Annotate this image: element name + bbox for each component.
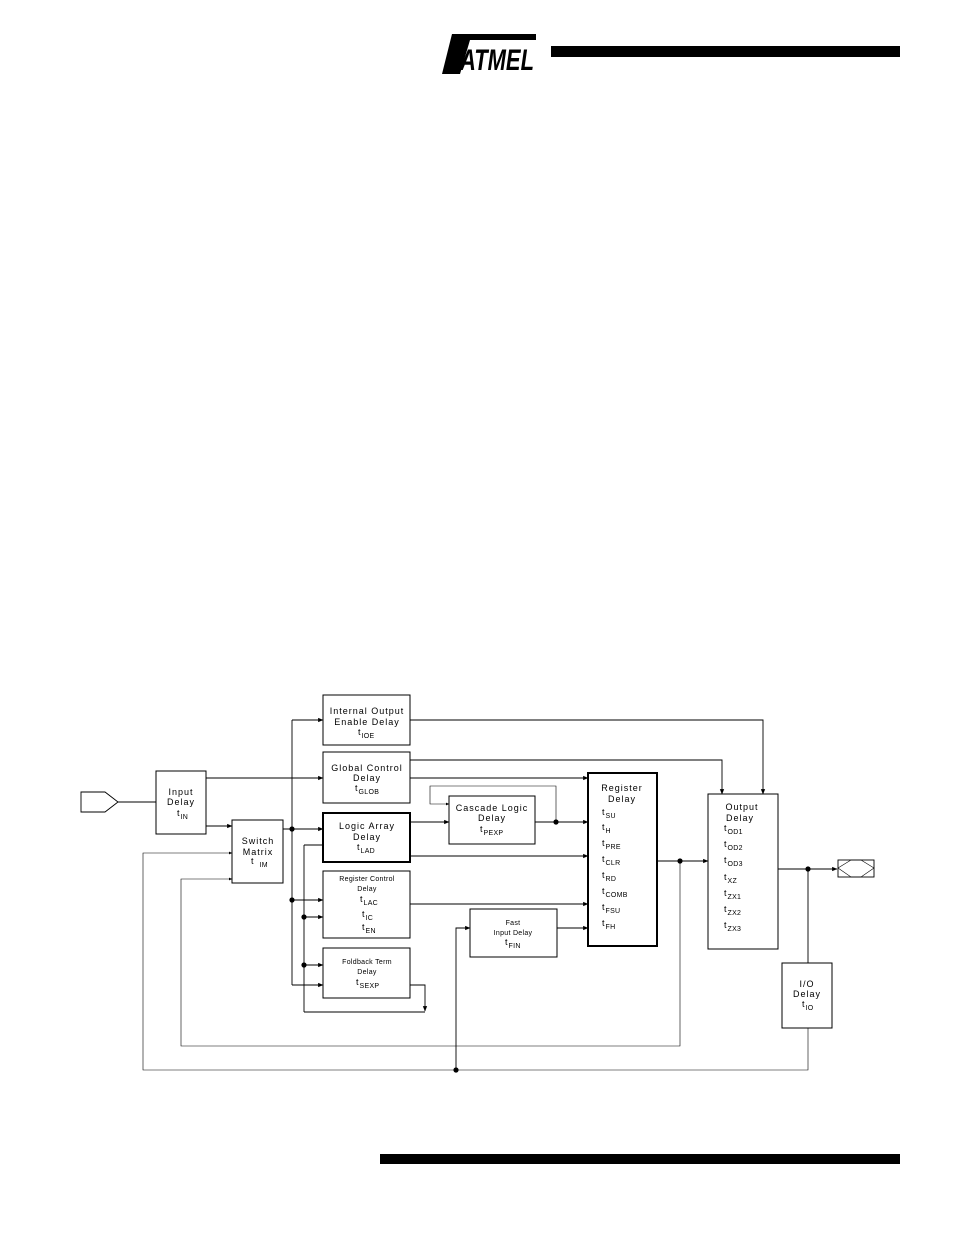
svg-text:Delay: Delay <box>793 989 821 999</box>
atmel-logo: ATMEL <box>442 34 536 76</box>
svg-text:I/O: I/O <box>799 979 814 989</box>
svg-text:Delay: Delay <box>608 794 636 804</box>
svg-text:tFSU: tFSU <box>602 902 620 915</box>
svg-text:Cascade Logic: Cascade Logic <box>456 803 529 813</box>
svg-text:tPEXP: tPEXP <box>480 824 503 837</box>
svg-text:Logic Array: Logic Array <box>339 821 395 831</box>
svg-text:tIOE: tIOE <box>358 727 375 740</box>
svg-text:tGLOB: tGLOB <box>355 783 379 796</box>
svg-text:Enable Delay: Enable Delay <box>334 717 400 727</box>
block-cascade-logic-delay: Cascade Logic Delay tPEXP <box>448 795 536 845</box>
logo-text: ATMEL <box>459 44 534 76</box>
svg-text:tEN: tEN <box>362 922 376 935</box>
svg-text:tIC: tIC <box>362 909 373 922</box>
svg-text:tOD3: tOD3 <box>724 855 743 868</box>
svg-text:tOD2: tOD2 <box>724 839 743 852</box>
svg-text:tFIN: tFIN <box>505 937 521 950</box>
svg-text:Matrix: Matrix <box>243 847 274 857</box>
svg-text:Delay: Delay <box>353 832 381 842</box>
svg-text:Delay: Delay <box>357 886 377 893</box>
svg-text:Delay: Delay <box>353 773 381 783</box>
svg-text:tIO: tIO <box>802 999 814 1012</box>
svg-text:Fast: Fast <box>506 920 521 927</box>
svg-text:Delay: Delay <box>167 797 195 807</box>
svg-text:Register Control: Register Control <box>339 876 395 883</box>
block-input-delay: Input Delay tIN <box>155 770 207 835</box>
register-delay-params: tSU tH tPRE tCLR tRD tCOMB tFSU tFH <box>602 807 628 931</box>
svg-text:tSEXP: tSEXP <box>356 977 379 990</box>
svg-text:tXZ: tXZ <box>724 872 737 885</box>
svg-text:tZX3: tZX3 <box>724 920 741 933</box>
block-internal-output-enable-delay: Internal Output Enable Delay tIOE <box>322 694 411 746</box>
svg-text:tIM: tIM <box>251 856 268 869</box>
svg-text:tCLR: tCLR <box>602 854 620 867</box>
svg-text:tH: tH <box>602 822 611 835</box>
block-output-delay: Output Delay tOD1 tOD2 tOD3 tXZ tZX1 tZX… <box>707 793 779 950</box>
svg-text:Input: Input <box>168 787 193 797</box>
block-register-control-delay: Register Control Delay tLAC tIC tEN <box>322 870 411 939</box>
wires <box>118 717 838 1071</box>
block-global-control-delay: Global Control Delay tGLOB <box>322 751 411 804</box>
svg-text:Input Delay: Input Delay <box>494 930 533 937</box>
svg-text:Switch: Switch <box>242 836 275 846</box>
svg-text:tLAC: tLAC <box>360 894 378 907</box>
svg-text:tCOMB: tCOMB <box>602 886 628 899</box>
block-fast-input-delay: Fast Input Delay tFIN <box>469 908 558 958</box>
svg-text:Delay: Delay <box>478 813 506 823</box>
footer-rule <box>380 1154 900 1164</box>
svg-text:tSU: tSU <box>602 807 616 820</box>
block-io-delay: I/O Delay tIO <box>781 962 833 1029</box>
svg-text:Global Control: Global Control <box>331 763 403 773</box>
block-foldback-term-delay: Foldback Term Delay tSEXP <box>322 947 411 999</box>
header-rule <box>551 46 900 57</box>
svg-text:tPRE: tPRE <box>602 838 621 851</box>
svg-text:Internal Output: Internal Output <box>330 706 405 716</box>
svg-text:Register: Register <box>601 783 643 793</box>
svg-text:Delay: Delay <box>357 969 377 976</box>
input-pad <box>80 791 119 813</box>
output-delay-params: tOD1 tOD2 tOD3 tXZ tZX1 tZX2 tZX3 <box>724 823 743 933</box>
output-pad <box>837 859 875 878</box>
svg-text:tLAD: tLAD <box>357 842 375 855</box>
svg-text:tZX2: tZX2 <box>724 904 741 917</box>
block-logic-array-delay: Logic Array Delay tLAD <box>322 812 411 863</box>
svg-text:tOD1: tOD1 <box>724 823 743 836</box>
svg-text:Output: Output <box>725 802 758 812</box>
svg-text:tFH: tFH <box>602 918 615 931</box>
svg-text:tIN: tIN <box>177 808 188 821</box>
svg-text:Delay: Delay <box>726 813 754 823</box>
svg-text:tRD: tRD <box>602 870 616 883</box>
junctions <box>289 819 811 1073</box>
block-register-delay: Register Delay tSU tH tPRE tCLR tRD tCOM… <box>587 772 658 947</box>
svg-text:tZX1: tZX1 <box>724 888 741 901</box>
svg-text:Foldback Term: Foldback Term <box>342 959 392 966</box>
